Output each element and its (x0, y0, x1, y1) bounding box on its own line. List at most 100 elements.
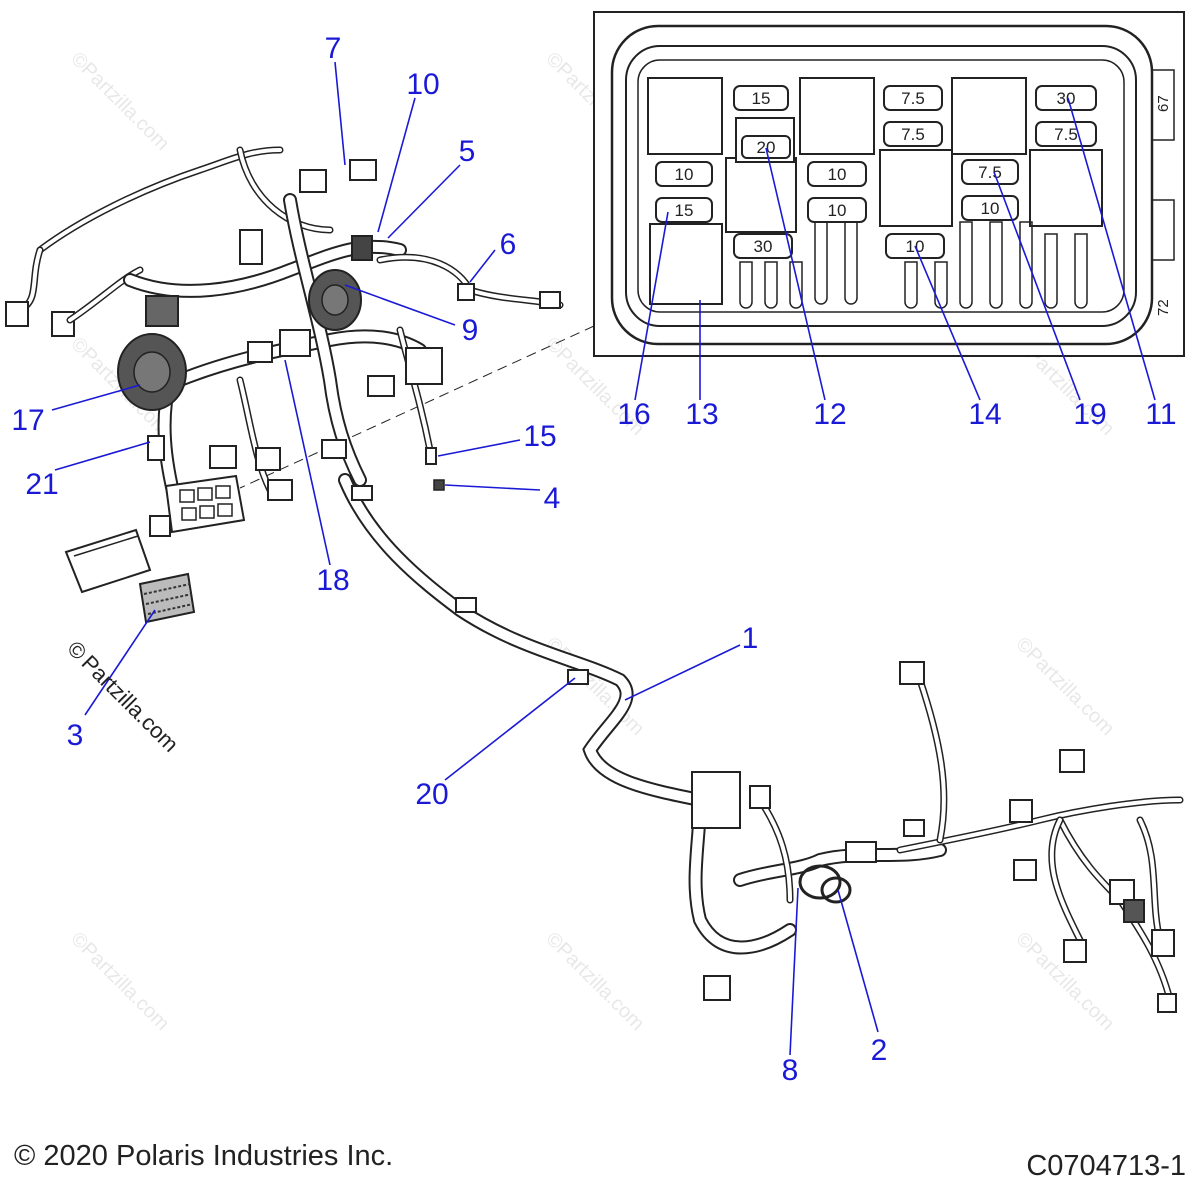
connector (209, 445, 237, 469)
housing-latch-top (1151, 69, 1175, 141)
callout-17: 17 (11, 404, 44, 437)
clamp (455, 597, 477, 613)
callout-6: 6 (500, 228, 517, 261)
callout-8: 8 (782, 1054, 799, 1087)
connector (239, 229, 263, 265)
connector (457, 283, 475, 301)
watermark: ©Partzilla.com (66, 928, 173, 1035)
connector (1151, 929, 1175, 957)
callout-21: 21 (25, 468, 58, 501)
clamp (351, 485, 373, 501)
upper-harness (5, 146, 564, 624)
connector (351, 235, 373, 261)
callout-5: 5 (459, 135, 476, 168)
callout-11: 11 (1145, 398, 1176, 431)
callout-4: 4 (544, 482, 561, 515)
connector (247, 341, 273, 363)
fuse-rating: 10 (828, 201, 847, 220)
fuse-box-cover (64, 528, 152, 594)
fuse-10-right: 10 (961, 195, 1019, 221)
fuse-label-sticker (138, 572, 196, 624)
fuse-30-middle: 30 (733, 233, 793, 259)
callout-18: 18 (316, 564, 349, 597)
callout-16: 16 (617, 398, 650, 431)
fuse-rating: 10 (981, 199, 1000, 218)
fuse-15-left: 15 (655, 197, 713, 223)
fuse-30-top-right: 30 (1035, 85, 1097, 111)
relay (879, 149, 953, 227)
connector (749, 785, 771, 809)
connector (1123, 899, 1145, 923)
callout-14: 14 (968, 398, 1001, 431)
connector (539, 291, 561, 309)
connector (279, 329, 311, 357)
watermark: ©Partzilla.com (66, 48, 173, 155)
fuse-rating: 30 (1057, 89, 1076, 108)
callout-13: 13 (685, 398, 718, 431)
fuse-rating: 20 (757, 138, 776, 157)
callout-labels: 7 10 5 6 9 17 21 18 15 4 3 1 20 8 2 16 1… (11, 32, 1176, 1087)
connector (267, 479, 293, 501)
fuse-rating: 7.5 (978, 163, 1002, 182)
relay (725, 157, 797, 233)
side-number-bottom: 72 (1155, 299, 1172, 316)
connector (899, 661, 925, 685)
fuse-box-inset: 67 72 15 20 10 (593, 11, 1185, 357)
connector (367, 375, 395, 397)
callout-19: 19 (1073, 398, 1106, 431)
relay (799, 77, 875, 155)
leader-lines (51, 61, 1156, 1056)
clip-part (433, 479, 445, 491)
callout-15: 15 (523, 420, 556, 453)
relay (647, 77, 723, 155)
fuse-rating: 7.5 (901, 125, 925, 144)
connector (145, 295, 179, 327)
clip (147, 435, 165, 461)
fuse-rating: 15 (752, 89, 771, 108)
watermark: ©Partzilla.com (1011, 633, 1118, 740)
connector (405, 347, 443, 385)
fuse-rating: 30 (754, 237, 773, 256)
fuse-10-mid-b: 10 (807, 197, 867, 223)
fuse-box-housing-outer (610, 24, 1154, 346)
callout-1: 1 (742, 622, 759, 655)
fuse-7-5-d: 7.5 (1035, 121, 1097, 147)
housing-latch-bottom (1151, 199, 1175, 261)
callout-2: 2 (871, 1034, 888, 1067)
cable-tie (798, 864, 842, 900)
callout-9: 9 (462, 314, 479, 347)
fuse-rating: 15 (675, 201, 694, 220)
connector (1013, 859, 1037, 881)
fuse-rating: 7.5 (901, 89, 925, 108)
connector (1157, 993, 1177, 1013)
fuse-rating: 10 (675, 165, 694, 184)
callout-12: 12 (813, 398, 846, 431)
resistor-part (425, 447, 437, 465)
connector (349, 159, 377, 181)
fuse-20: 20 (735, 117, 795, 163)
relay (951, 77, 1027, 155)
fuse-rating: 7.5 (1054, 125, 1078, 144)
lower-harness (338, 473, 1184, 1013)
fuse-box-cavity (637, 59, 1125, 313)
fuse-7-5-a: 7.5 (883, 85, 943, 111)
bracket (149, 515, 171, 537)
connector (691, 771, 741, 829)
side-number-top: 67 (1155, 95, 1172, 112)
callout-3: 3 (67, 719, 84, 752)
watermark: ©Partzilla.com (541, 928, 648, 1035)
connector (1063, 939, 1087, 963)
callout-10: 10 (406, 68, 439, 101)
fuse-10-left-a: 10 (655, 161, 713, 187)
connector (903, 819, 925, 837)
relay (1029, 149, 1103, 227)
fuse-10-mid-a: 10 (807, 161, 867, 187)
connector (1009, 799, 1033, 823)
fuse-rating: 10 (828, 165, 847, 184)
connector (845, 841, 877, 863)
connector (703, 975, 731, 1001)
fuse-15-top: 15 (733, 85, 789, 111)
connector (5, 301, 29, 327)
connector (299, 169, 327, 193)
